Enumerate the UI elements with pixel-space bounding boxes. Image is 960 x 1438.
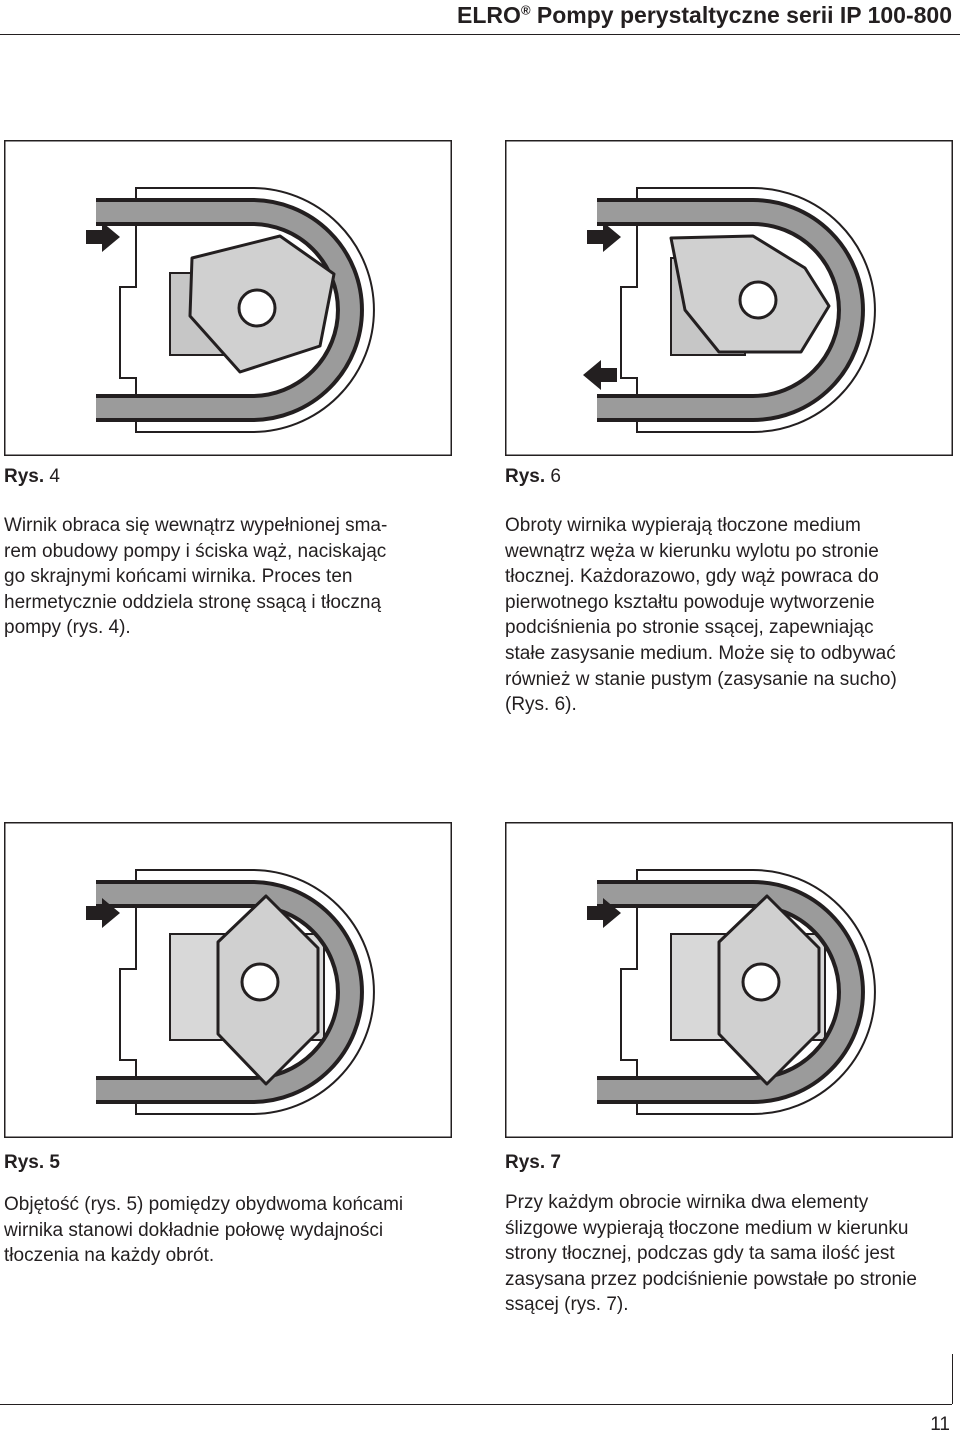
inlet-arrow-icon	[587, 222, 621, 252]
pump-diagram-fig7	[505, 822, 953, 1138]
figure-7-label: Rys. 7	[505, 1152, 561, 1173]
document-header-title: ELRO® Pompy perystaltyczne serii IP 100-…	[457, 2, 952, 29]
page-number: 11	[930, 1414, 950, 1435]
figure-5-description: Objętość (rys. 5) pomiędzy obydwoma końc…	[4, 1194, 404, 1267]
footer-vertical-rule	[952, 1354, 953, 1404]
header-brand: ELRO	[457, 2, 521, 28]
figure-7-description: Przy każdym obrocie wirnika dwa elementy…	[505, 1192, 917, 1316]
inlet-arrow-icon	[86, 222, 120, 252]
inlet-arrow-icon	[587, 898, 621, 928]
pump-diagram-fig4	[4, 140, 452, 456]
figure-4-label: Rys. 4	[4, 466, 60, 487]
figure-4-description: Wirnik obraca się wewnątrz wypełnionej s…	[4, 515, 388, 639]
figure-5-label: Rys. 5	[4, 1152, 60, 1173]
figure-7-pump-diagram	[505, 822, 953, 1138]
figure-6-description: Obroty wirnika wypierają tłoczone medium…	[505, 515, 897, 716]
figure-6-label: Rys. 6	[505, 466, 561, 487]
header-title-text: Pompy perystaltyczne serii IP 100-800	[530, 2, 952, 28]
inlet-arrow-icon	[86, 898, 120, 928]
registered-mark: ®	[520, 2, 531, 18]
figure-4-pump-diagram	[4, 140, 452, 456]
pump-diagram-fig5	[4, 822, 452, 1138]
footer-rule	[0, 1404, 952, 1405]
outlet-arrow-icon	[583, 360, 617, 390]
figure-5-pump-diagram	[4, 822, 452, 1138]
header-rule	[0, 34, 960, 35]
figure-6-pump-diagram	[505, 140, 953, 456]
pump-diagram-fig6	[505, 140, 953, 456]
